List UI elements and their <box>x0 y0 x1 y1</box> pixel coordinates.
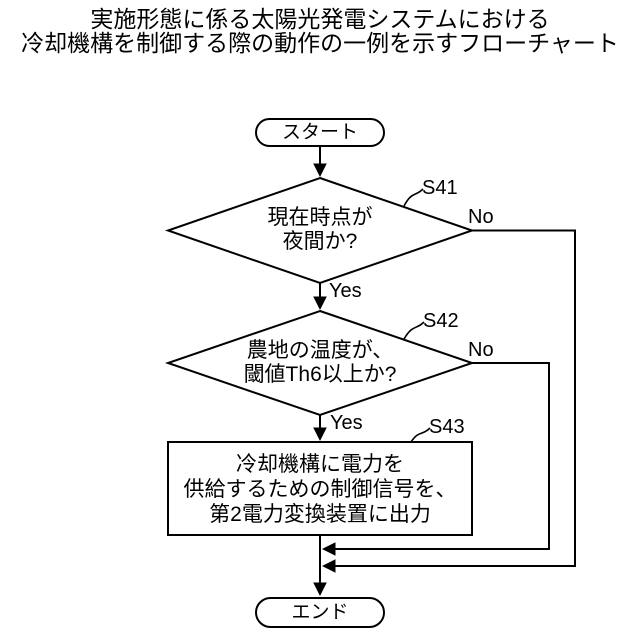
leader-line-s43 <box>410 427 431 443</box>
start-node-label: スタート <box>281 122 358 143</box>
s41-no-label: No <box>468 206 494 228</box>
connector-s42-no <box>334 362 550 550</box>
arrowhead-into-s42 <box>313 296 327 310</box>
step-label-s43: S43 <box>429 416 465 438</box>
leader-line-s41 <box>403 188 424 207</box>
decision-s42-line2: 閾値Th6以上か? <box>243 363 397 386</box>
decision-s41-line2: 夜間か? <box>282 230 358 253</box>
arrowhead-s41-no-merge <box>322 559 336 573</box>
decision-s42-line1: 農地の温度が、 <box>246 339 394 362</box>
page-title: 実施形態に係る太陽光発電システムにおける 冷却機構を制御する際の動作の一例を示す… <box>0 7 640 55</box>
step-label-s42: S42 <box>423 310 459 332</box>
connector-s41-no <box>334 229 576 567</box>
process-s43-line1: 冷却機構に電力を <box>236 453 404 476</box>
page-title-line2: 冷却機構を制御する際の動作の一例を示すフローチャート <box>21 30 619 56</box>
page-title-line1: 実施形態に係る太陽光発電システムにおける <box>90 6 550 32</box>
end-node-shape <box>255 597 385 628</box>
arrowhead-s42-no-merge <box>322 542 336 556</box>
decision-s41-line1: 現在時点が <box>267 206 373 229</box>
process-s43-shape <box>167 441 473 536</box>
process-s43-text: 冷却機構に電力を 供給するための制御信号を、 第2電力変換装置に出力 <box>168 452 472 527</box>
arrowhead-into-s41 <box>313 163 327 177</box>
s41-yes-label: Yes <box>329 280 362 302</box>
step-label-s41: S41 <box>422 177 458 199</box>
end-node-label: エンド <box>291 602 349 623</box>
s42-no-label: No <box>468 339 494 361</box>
decision-s41-text: 現在時点が 夜間か? <box>170 206 470 254</box>
process-s43-line2: 供給するための制御信号を、 <box>183 478 457 501</box>
process-s43-line3: 第2電力変換装置に出力 <box>209 503 431 526</box>
decision-s42-text: 農地の温度が、 閾値Th6以上か? <box>170 339 470 387</box>
arrowhead-into-end <box>313 582 327 596</box>
arrowhead-into-s43 <box>313 427 327 441</box>
leader-line-s42 <box>403 321 425 340</box>
s42-yes-label: Yes <box>330 412 363 434</box>
